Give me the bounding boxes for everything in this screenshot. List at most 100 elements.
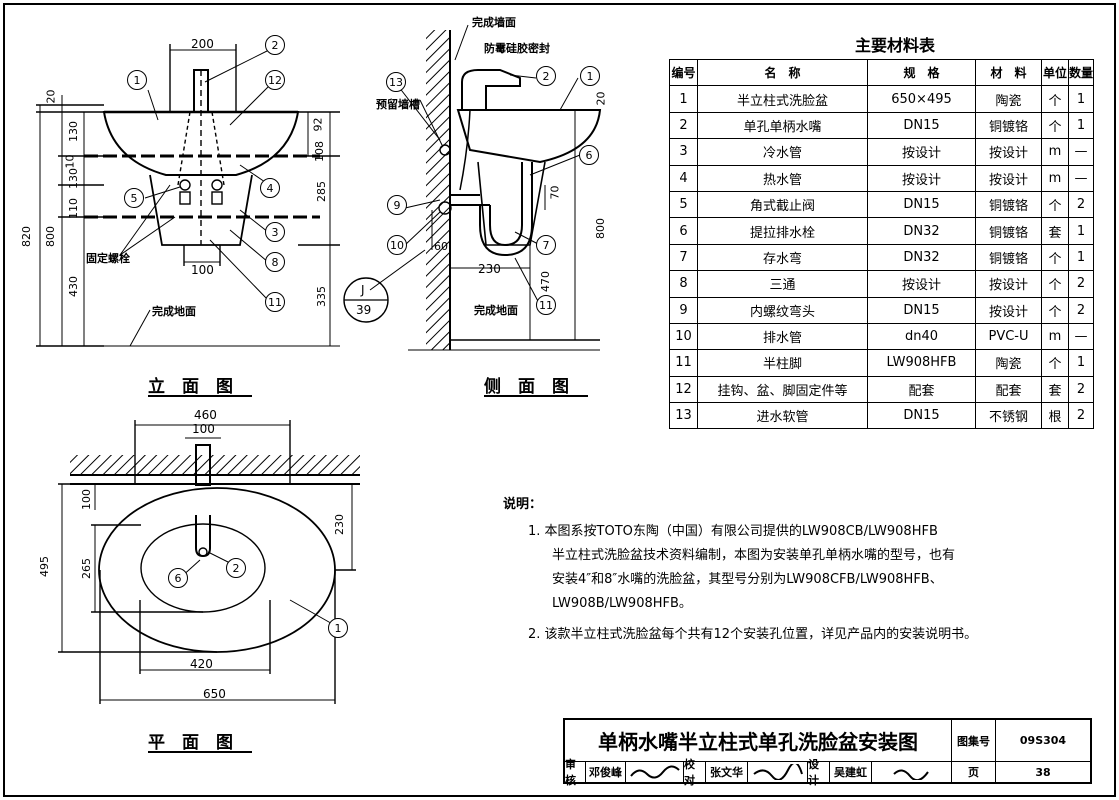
sheet-frame (3, 3, 1116, 797)
table-cell: 9 (669, 296, 698, 324)
side-view (369, 24, 602, 351)
callout-marker: 3 (265, 222, 285, 242)
view-title-underlines (148, 395, 588, 753)
table-cell: 配套 (975, 375, 1042, 404)
callout-marker: 6 (168, 568, 188, 588)
table-cell: 7 (669, 243, 698, 272)
table-cell: 半立柱式洗脸盆 (697, 85, 868, 113)
dim-label: 130 (67, 168, 80, 189)
table-cell: 2 (1068, 270, 1094, 298)
dim-label: 20 (44, 89, 58, 104)
callout-marker: 11 (536, 295, 556, 315)
table-cell: 铜镀铬 (975, 217, 1042, 245)
groove-label: 预留墙槽 (376, 98, 420, 111)
table-cell: 半柱脚 (697, 349, 868, 377)
table-cell: 650×495 (867, 85, 976, 113)
page-label: 页 (952, 762, 996, 782)
callout-marker: 4 (260, 178, 280, 198)
table-cell: 套 (1041, 375, 1069, 404)
dim-label: 70 (548, 185, 562, 200)
dim-label: 430 (67, 276, 80, 297)
callout-marker: 1 (580, 66, 600, 86)
audit-signature (626, 762, 684, 782)
table-cell: 10 (669, 322, 698, 351)
callout-marker: 1 (127, 70, 147, 90)
table-cell: 铜镀铬 (975, 190, 1042, 219)
table-cell: 2 (1068, 190, 1094, 219)
table-cell: 个 (1041, 190, 1069, 219)
table-cell: m (1041, 322, 1069, 351)
table-cell: 按设计 (867, 270, 976, 298)
column-header: 名 称 (697, 58, 868, 87)
audit-label: 审核 (565, 758, 586, 787)
note-line: 安装4″和8″水嘴的洗脸盆，其型号分别为LW908CFB/LW908HFB、 (552, 572, 943, 587)
dim-label: 420 (190, 657, 213, 671)
table-cell: 个 (1041, 270, 1069, 298)
table-cell: 4 (669, 164, 698, 192)
dim-label: 10 (63, 154, 77, 169)
table-cell: 三通 (697, 270, 868, 298)
dim-label: 495 (38, 556, 51, 577)
notes-title: 说明： (503, 497, 543, 512)
atlas-label: 图集号 (952, 720, 996, 762)
callout-marker: 8 (265, 252, 285, 272)
dim-label: 800 (594, 218, 607, 239)
table-cell: 6 (669, 217, 698, 245)
ref-label-top: J (361, 283, 365, 297)
check-signature (748, 762, 808, 782)
elevation-view (36, 44, 340, 347)
callout-marker: 9 (387, 195, 407, 215)
table-cell: 个 (1041, 85, 1069, 113)
table-header-row: 编号名 称规 格材 料单位数量 (669, 58, 1094, 87)
table-cell: 冷水管 (697, 138, 868, 166)
table-cell: DN15 (867, 111, 976, 140)
table-cell: 2 (1068, 375, 1094, 404)
table-cell: m (1041, 138, 1069, 166)
table-cell: 单孔单柄水嘴 (697, 111, 868, 140)
table-cell: 按设计 (867, 164, 976, 192)
dim-label: 20 (594, 91, 608, 106)
note-line: 1. 本图系按TOTO东陶（中国）有限公司提供的LW908CB/LW908HFB (528, 524, 938, 539)
table-cell: dn40 (867, 322, 976, 351)
column-header: 材 料 (975, 58, 1042, 87)
table-cell: 1 (1068, 217, 1094, 245)
callout-marker: 2 (536, 66, 556, 86)
callout-marker: 13 (386, 72, 406, 92)
table-cell: 2 (669, 111, 698, 140)
table-cell: DN32 (867, 217, 976, 245)
callout-marker: 2 (226, 558, 246, 578)
table-cell: PVC-U (975, 322, 1042, 351)
seal-label: 防霉硅胶密封 (484, 42, 550, 55)
table-cell: 按设计 (975, 138, 1042, 166)
dim-label: 92 (311, 117, 325, 132)
table-cell: 按设计 (867, 138, 976, 166)
table-cell: 按设计 (975, 270, 1042, 298)
callout-marker: 10 (387, 235, 407, 255)
table-cell: 配套 (867, 375, 976, 404)
table-cell: 1 (1068, 85, 1094, 113)
dim-label: 200 (191, 37, 214, 51)
table-cell: 1 (1068, 243, 1094, 272)
table-cell: LW908HFB (867, 349, 976, 377)
callout-marker: 12 (265, 70, 285, 90)
atlas-number: 09S304 (996, 720, 1090, 762)
table-cell: 陶瓷 (975, 85, 1042, 113)
table-cell: 1 (1068, 111, 1094, 140)
table-cell: 按设计 (975, 296, 1042, 324)
table-cell: 5 (669, 190, 698, 219)
check-name: 张文华 (706, 762, 748, 782)
table-cell: 内螺纹弯头 (697, 296, 868, 324)
table-cell: 个 (1041, 111, 1069, 140)
table-cell: 存水弯 (697, 243, 868, 272)
